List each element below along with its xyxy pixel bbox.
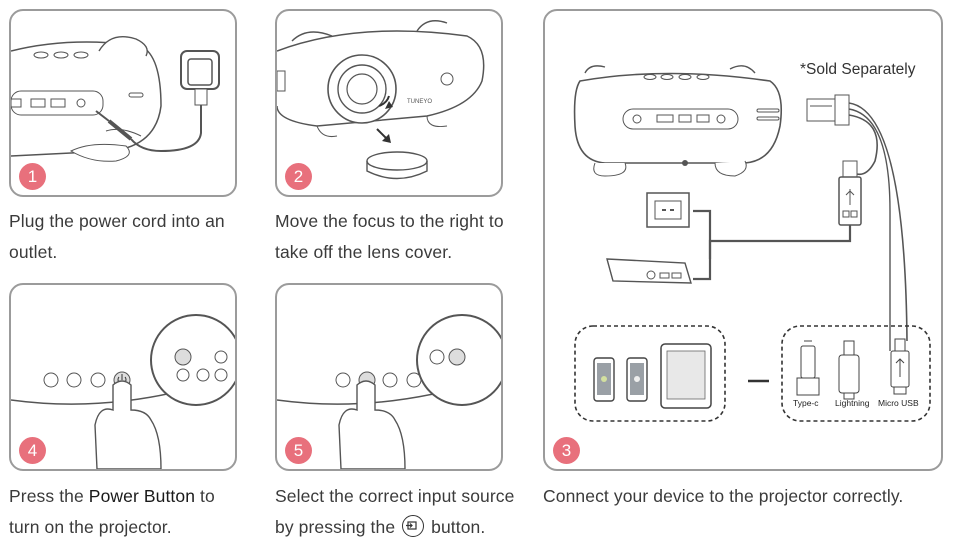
step5-badge: 5 xyxy=(285,437,312,464)
tablet-icon xyxy=(660,343,712,409)
connection-diagram xyxy=(573,65,931,422)
micro-usb-connector-icon xyxy=(890,338,910,395)
power-button-icon xyxy=(11,314,235,469)
type-c-label: Type-c xyxy=(793,398,819,408)
step1-caption: Plug the power cord into an outlet. xyxy=(9,211,225,262)
hand-pointer-icon xyxy=(338,380,406,469)
step2-badge: 2 xyxy=(285,163,312,190)
iphone-icon xyxy=(626,357,648,402)
projector-icon xyxy=(573,65,783,177)
step5-panel: 5 xyxy=(275,283,503,471)
step4-panel: 4 xyxy=(9,283,237,471)
lightning-label: Lightning xyxy=(835,398,870,408)
step1-panel: 1 xyxy=(9,9,237,197)
lightning-connector-icon xyxy=(838,340,860,400)
power-plug-icon xyxy=(11,36,220,162)
step1-badge: 1 xyxy=(19,163,46,190)
step2-panel: TUNEYO 2 xyxy=(275,9,503,197)
android-phone-icon xyxy=(593,357,615,402)
type-c-connector-icon xyxy=(796,340,820,396)
sold-separately-note: *Sold Separately xyxy=(800,61,916,78)
step3-panel: *Sold Separately Type-c Lightning Micro … xyxy=(543,9,943,471)
step4-badge: 4 xyxy=(19,437,46,464)
input-source-icon xyxy=(277,314,501,469)
power-bank-icon xyxy=(606,258,692,284)
micro-usb-label: Micro USB xyxy=(878,398,919,408)
step5-caption: Select the correct input source by press… xyxy=(275,486,515,538)
hand-pointer-icon xyxy=(94,380,162,469)
lens-cover-icon: TUNEYO xyxy=(277,20,485,180)
step3-caption: Connect your device to the projector cor… xyxy=(543,486,904,506)
step2-caption: Move the focus to the right to take off … xyxy=(275,211,504,262)
wall-socket-icon xyxy=(646,192,712,281)
brand-label: TUNEYO xyxy=(407,99,432,105)
usb-cable-icon xyxy=(708,94,908,351)
step3-badge: 3 xyxy=(553,437,580,464)
input-source-icon xyxy=(402,515,425,538)
power-button-label: Power Button xyxy=(88,486,196,506)
step4-caption: Press the Power Button to turn on the pr… xyxy=(9,486,215,537)
